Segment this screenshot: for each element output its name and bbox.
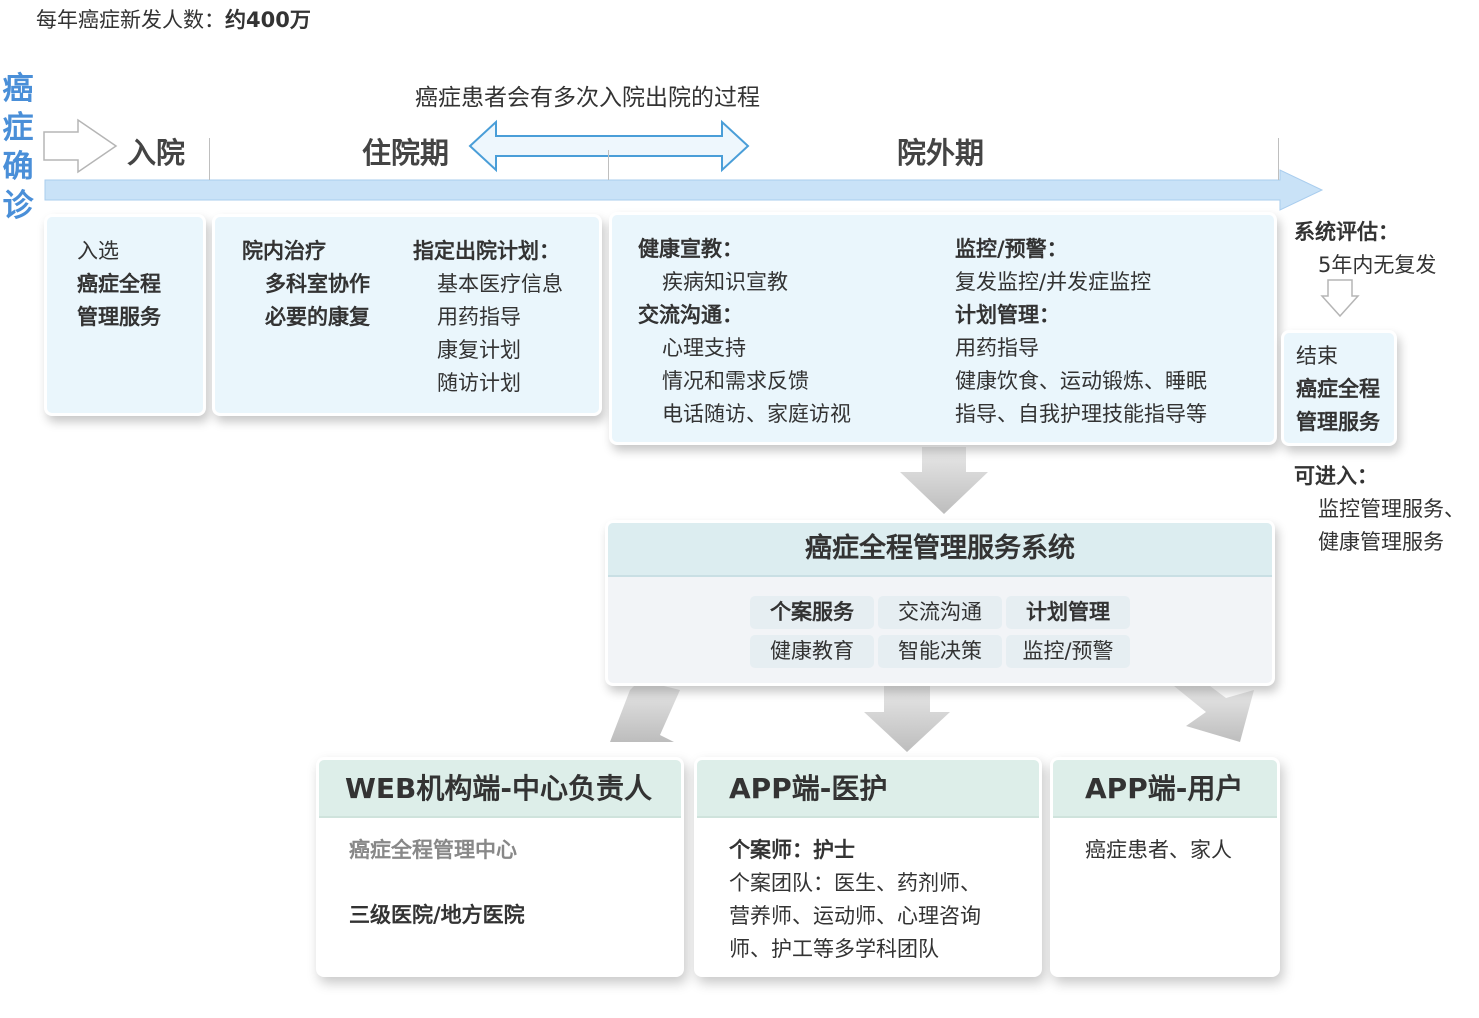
inpatient-item: 多科室协作	[265, 272, 370, 296]
phase-divider	[209, 138, 210, 180]
plan-management-item: 健康饮食、运动锻炼、睡眠	[955, 369, 1207, 393]
outpatient-card: 健康宣教： 疾病知识宣教 交流沟通： 心理支持 情况和需求反馈 电话随访、家庭访…	[609, 212, 1277, 445]
admission-line: 入选	[77, 239, 119, 263]
phase-admission: 入院	[127, 136, 186, 170]
discharge-plan-item: 基本医疗信息	[437, 272, 563, 296]
process-double-arrow-icon	[468, 119, 750, 173]
admission-line: 癌症全程	[77, 272, 161, 296]
app-user-title: APP端-用户	[1053, 760, 1277, 818]
chip-monitoring: 监控/预警	[1006, 635, 1130, 668]
discharge-plan-item: 用药指导	[437, 305, 521, 329]
end-service-card: 结束 癌症全程 管理服务	[1281, 330, 1397, 446]
phase-outpatient: 院外期	[897, 136, 985, 170]
management-system-box: 癌症全程管理服务系统 个案服务 交流沟通 计划管理 健康教育 智能决策 监控/预…	[605, 520, 1275, 686]
discharge-plan-title: 指定出院计划：	[413, 239, 560, 263]
can-enter-item: 监控管理服务、	[1318, 497, 1465, 521]
readmission-process-label: 癌症患者会有多次入院出院的过程	[415, 85, 760, 111]
flow-down-arrow-icon	[900, 447, 988, 514]
chip-case-service: 个案服务	[750, 596, 874, 629]
plan-management-item: 用药指导	[955, 336, 1039, 360]
web-client-line: 三级医院/地方医院	[349, 903, 525, 927]
diag-char: 确	[2, 149, 34, 185]
cancer-diagnosis-label: 癌 症 确 诊	[0, 70, 36, 226]
plan-management-title: 计划管理：	[955, 303, 1060, 327]
flow-down-arrow-icon	[864, 684, 950, 752]
monitoring-item: 复发监控/并发症监控	[955, 270, 1152, 294]
app-medical-line: 师、护工等多学科团队	[729, 937, 939, 961]
flow-down-right-arrow-icon	[1174, 686, 1254, 742]
system-title: 癌症全程管理服务系统	[608, 523, 1272, 577]
communication-title: 交流沟通：	[638, 303, 743, 327]
can-enter-item: 健康管理服务	[1318, 530, 1444, 554]
inpatient-card: 院内治疗 多科室协作 必要的康复 指定出院计划： 基本医疗信息 用药指导 康复计…	[212, 214, 602, 416]
admission-line: 管理服务	[77, 305, 161, 329]
app-medical-line: 营养师、运动师、心理咨询	[729, 904, 981, 928]
phase-inpatient: 住院期	[362, 136, 450, 170]
app-user-line: 癌症患者、家人	[1085, 838, 1232, 862]
admission-arrow-icon	[43, 118, 118, 174]
communication-item: 情况和需求反馈	[662, 369, 809, 393]
diag-char: 癌	[2, 71, 34, 107]
annual-note-value: 约400万	[225, 8, 311, 32]
end-line: 癌症全程	[1296, 377, 1380, 401]
chip-smart-decision: 智能决策	[878, 635, 1002, 668]
chip-plan-management: 计划管理	[1006, 596, 1130, 629]
phase-divider	[1278, 138, 1279, 180]
diag-char: 诊	[2, 188, 34, 224]
health-education-title: 健康宣教：	[638, 237, 743, 261]
annual-note-label: 每年癌症新发人数：	[36, 8, 225, 32]
monitoring-title: 监控/预警：	[955, 237, 1068, 261]
health-education-item: 疾病知识宣教	[662, 270, 788, 294]
web-client-box: WEB机构端-中心负责人 癌症全程管理中心 三级医院/地方医院	[316, 757, 684, 977]
timeline-arrow	[44, 169, 1324, 211]
evaluation-down-arrow-icon	[1320, 279, 1360, 318]
diag-char: 症	[2, 110, 34, 146]
chip-communication: 交流沟通	[878, 596, 1002, 629]
can-enter-title: 可进入：	[1294, 464, 1378, 488]
admission-card: 入选 癌症全程 管理服务	[44, 214, 206, 416]
evaluation-title: 系统评估：	[1294, 220, 1399, 244]
communication-item: 心理支持	[662, 336, 746, 360]
app-medical-client-box: APP端-医护 个案师：护士 个案团队：医生、药剂师、 营养师、运动师、心理咨询…	[694, 757, 1042, 977]
flow-down-left-arrow-icon	[610, 680, 680, 742]
inpatient-item: 院内治疗	[242, 239, 326, 263]
app-medical-title: APP端-医护	[697, 760, 1039, 818]
discharge-plan-item: 康复计划	[437, 338, 521, 362]
app-medical-line: 个案师：护士	[729, 838, 855, 862]
web-client-title: WEB机构端-中心负责人	[319, 760, 681, 818]
communication-item: 电话随访、家庭访视	[662, 402, 851, 426]
phase-divider	[608, 150, 609, 180]
end-line: 管理服务	[1296, 410, 1380, 434]
plan-management-item: 指导、自我护理技能指导等	[955, 402, 1207, 426]
discharge-plan-item: 随访计划	[437, 371, 521, 395]
end-line: 结束	[1296, 344, 1338, 368]
app-medical-line: 个案团队：医生、药剂师、	[729, 871, 981, 895]
annual-new-cases-note: 每年癌症新发人数：约400万	[36, 4, 311, 34]
web-client-line: 癌症全程管理中心	[349, 838, 517, 862]
inpatient-item: 必要的康复	[265, 305, 370, 329]
app-user-client-box: APP端-用户 癌症患者、家人	[1050, 757, 1280, 977]
chip-health-education: 健康教育	[750, 635, 874, 668]
evaluation-text: 5年内无复发	[1318, 253, 1437, 277]
